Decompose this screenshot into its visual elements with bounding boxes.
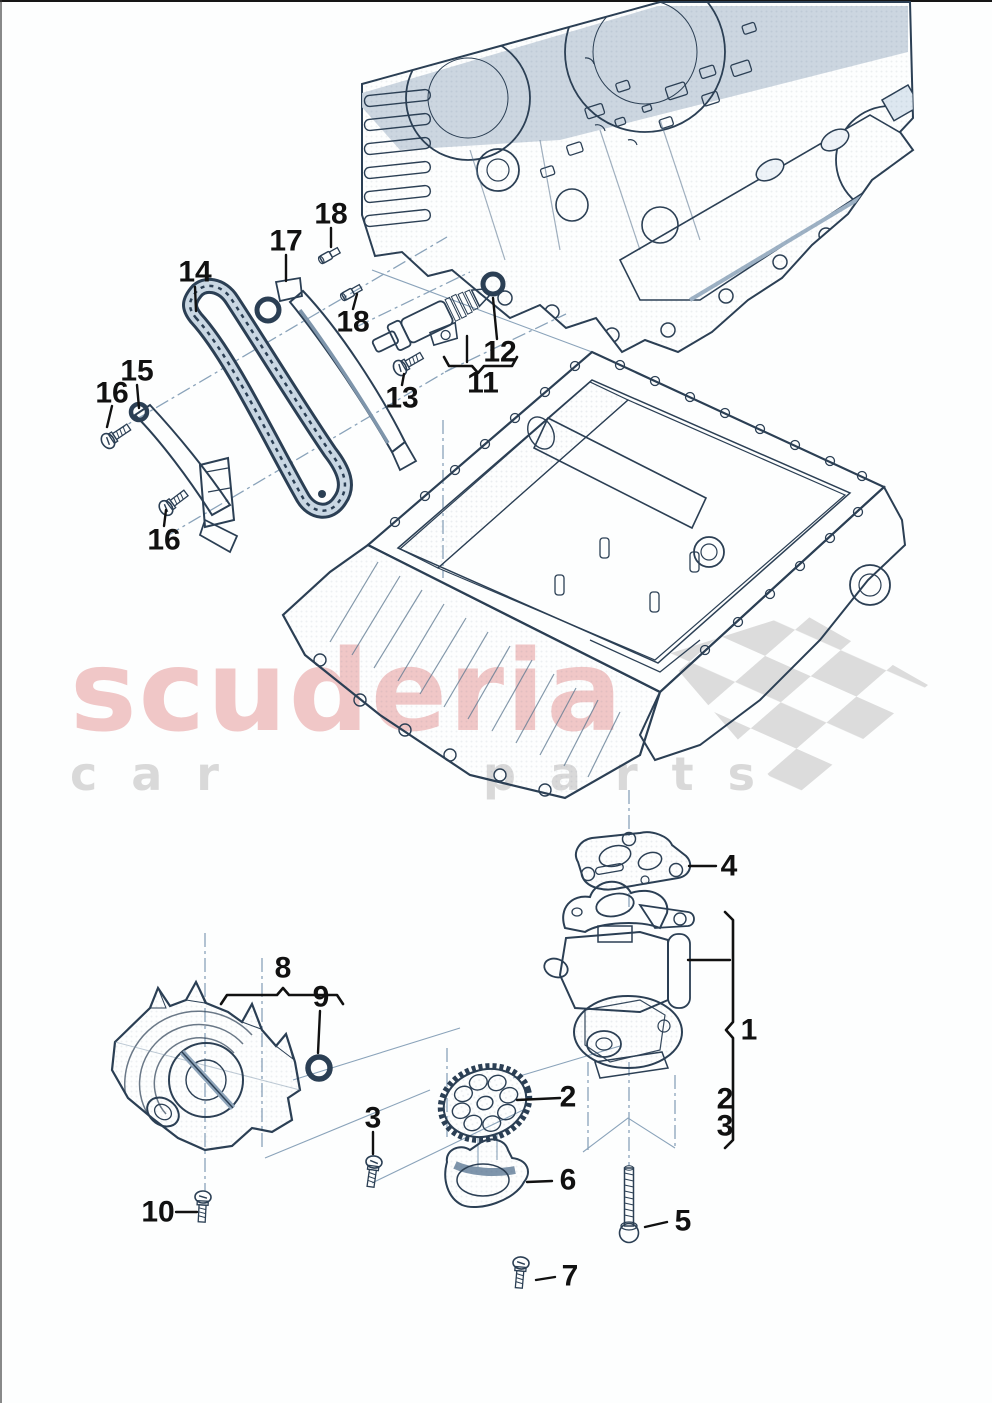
guide-rail-screw-16: [155, 485, 192, 519]
engine-block: [361, 1, 915, 354]
callout-5: 5: [675, 1205, 692, 1238]
callout-14: 14: [178, 256, 212, 289]
checkered-flag: [665, 612, 928, 800]
oil-sump-pan: [281, 350, 907, 800]
screw-7: [510, 1255, 531, 1290]
pump-pillar: [667, 933, 691, 1009]
tensioner-clip: [274, 276, 303, 303]
oil-pump-assembly: [543, 880, 695, 1079]
callout-15: 15: [120, 355, 153, 388]
valve-screw-13: [390, 347, 427, 379]
callout-18: 18: [336, 306, 369, 339]
tensioner-bolt-18: [316, 246, 342, 266]
callout-leaders: [105, 226, 735, 1282]
callout-13: 13: [385, 382, 418, 415]
callout-18: 18: [314, 198, 347, 231]
chain-pin: [318, 490, 326, 498]
guide-rail-screw-16: [97, 419, 134, 452]
pump-gasket-4: [574, 831, 692, 891]
pan-floor: [436, 399, 847, 661]
callout-4: 4: [721, 850, 738, 883]
callout-8: 8: [275, 952, 292, 985]
chain-tensioner-rail: [254, 276, 418, 472]
bracket-1: [723, 910, 735, 1150]
bolt-5: [618, 1165, 640, 1244]
callout-11: 11: [467, 367, 499, 400]
callout-6: 6: [560, 1164, 577, 1197]
valve-mount-tab: [429, 321, 459, 347]
pump-cover-group: [110, 979, 333, 1152]
watermark-sub-text: car parts: [70, 747, 789, 801]
cover-o-ring-9: [305, 1054, 333, 1082]
chain-guide-rail: [128, 401, 239, 554]
callout-3: 3: [365, 1102, 382, 1135]
timing-chain-group: [97, 246, 418, 554]
pump-sprocket-2: [437, 1063, 533, 1143]
callout-2: 2: [717, 1083, 734, 1116]
top-border: [0, 0, 992, 2]
suction-guard-6: [444, 1138, 529, 1208]
bracket-11: [442, 355, 519, 375]
callout-16: 16: [147, 524, 180, 557]
callout-16: 16: [95, 377, 128, 410]
camshaft-control-valve-group: [371, 271, 506, 379]
callout-1: 1: [741, 1014, 758, 1047]
bracket-8: [219, 986, 345, 1006]
tensioner-ring: [254, 296, 282, 324]
engine-block-details: [362, 2, 913, 352]
valve-o-ring-12: [480, 271, 506, 297]
control-valve: [371, 288, 490, 353]
pan-rim-bolt-holes: [389, 359, 868, 656]
callout-9: 9: [313, 981, 330, 1014]
pan-baffle-posts: [554, 537, 701, 673]
pump-mount-opening: [693, 536, 725, 568]
callout-10: 10: [141, 1196, 174, 1229]
pan-right-wall: [638, 485, 907, 762]
screw-10: [192, 1189, 213, 1224]
callout-2: 2: [560, 1081, 577, 1114]
callout-12: 12: [483, 336, 516, 369]
callout-7: 7: [562, 1260, 579, 1293]
callout-17: 17: [269, 225, 302, 258]
callout-3: 3: [717, 1110, 734, 1143]
left-border: [0, 0, 2, 1403]
pump-top-flange: [562, 880, 669, 934]
